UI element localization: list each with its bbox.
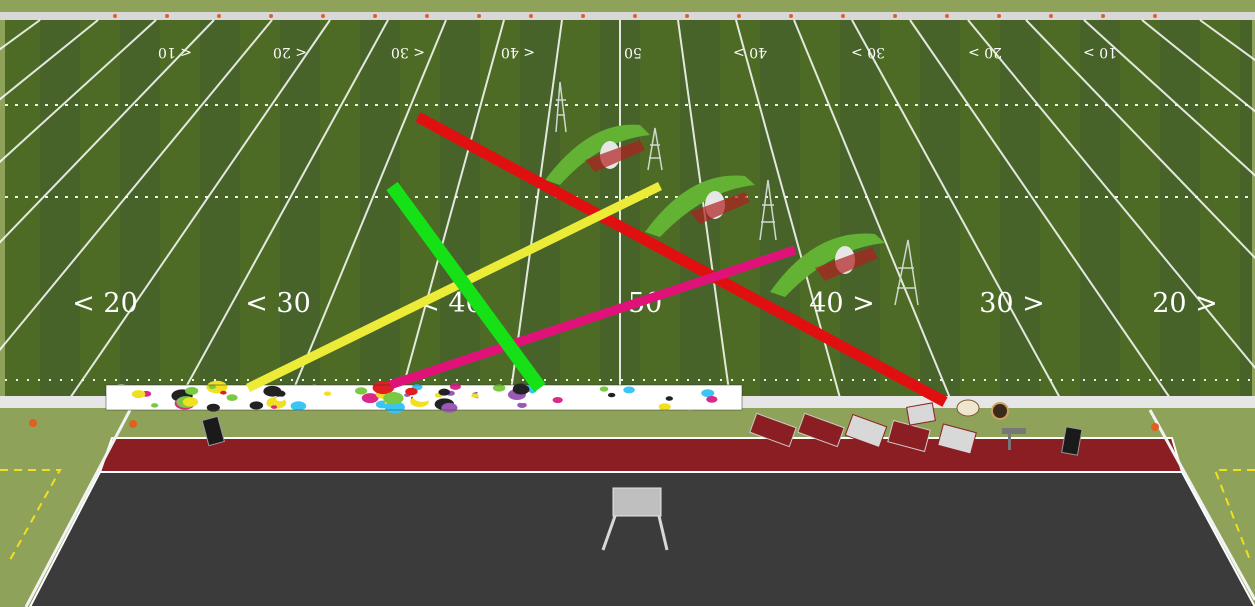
near-yard-number: < 30 (245, 288, 311, 319)
graffiti-blob (471, 393, 478, 397)
graffiti-blob (151, 403, 158, 407)
graffiti-blob (623, 386, 635, 393)
graffiti-blob (291, 401, 307, 410)
far-marker (633, 14, 637, 18)
graffiti-blob (600, 386, 609, 391)
graffiti-blob (383, 392, 403, 404)
far-marker (529, 14, 533, 18)
far-sideline (0, 12, 1255, 20)
graffiti-blob (706, 396, 717, 403)
far-yard-number: 10 > (1083, 44, 1117, 60)
far-marker (269, 14, 273, 18)
far-marker (997, 14, 1001, 18)
far-yard-number: 40 > (733, 44, 767, 60)
graffiti-blob (113, 384, 130, 394)
graffiti-blob (132, 390, 145, 398)
far-marker (893, 14, 897, 18)
graffiti-blob (209, 385, 216, 389)
far-marker (1101, 14, 1105, 18)
graffiti-blob (517, 402, 527, 408)
far-marker (789, 14, 793, 18)
graffiti-blob (274, 390, 285, 397)
graffiti-blob (183, 397, 198, 406)
far-marker (165, 14, 169, 18)
far-yard-number: 50 (624, 44, 642, 60)
graffiti-blob (324, 392, 331, 396)
corner-cone-left[interactable] (29, 419, 37, 427)
far-marker (321, 14, 325, 18)
far-marker (113, 14, 117, 18)
graffiti-blob (271, 405, 277, 409)
far-marker (737, 14, 741, 18)
graffiti-blob (659, 403, 671, 410)
near-yard-number: < 20 (72, 288, 138, 319)
far-yard-number: 30 > (851, 44, 885, 60)
graffiti-blob (477, 389, 495, 400)
graffiti-blob (217, 398, 227, 404)
graffiti-blob (220, 391, 226, 395)
far-marker (1153, 14, 1157, 18)
far-yard-number: < 20 (273, 44, 307, 60)
far-marker (217, 14, 221, 18)
graffiti-front-prop[interactable] (106, 381, 742, 414)
corner-cone-right[interactable] (1151, 423, 1159, 431)
graffiti-blob (405, 388, 417, 395)
graffiti-blob (450, 383, 461, 390)
graffiti-blob (553, 397, 563, 403)
far-yard-numbers: < 10 < 20 < 30 < 40 50 40 > 30 > 20 > 10 > (158, 44, 1117, 60)
playing-field[interactable] (5, 20, 1252, 398)
far-marker (477, 14, 481, 18)
near-yard-number: 20 > (1152, 288, 1218, 319)
graffiti-blob (185, 387, 198, 395)
graffiti-blob (276, 396, 284, 401)
graffiti-blob (227, 394, 238, 401)
far-marker (581, 14, 585, 18)
near-yard-number: 40 > (809, 288, 875, 319)
far-marker (425, 14, 429, 18)
graffiti-blob (513, 384, 530, 394)
far-yard-number: < 10 (158, 44, 192, 60)
graffiti-blob (563, 394, 573, 400)
graffiti-blob (441, 403, 457, 413)
graffiti-blob (666, 396, 673, 400)
graffiti-blob (676, 394, 695, 405)
far-marker (685, 14, 689, 18)
far-yard-number: 20 > (968, 44, 1002, 60)
far-boundary-markers (113, 14, 1157, 18)
graffiti-blob (438, 389, 450, 396)
graffiti-blob (355, 387, 367, 394)
graffiti-blob (608, 393, 615, 397)
far-marker (1049, 14, 1053, 18)
far-yard-number: < 30 (391, 44, 425, 60)
running-track (100, 438, 1182, 472)
near-yard-number: 30 > (979, 288, 1045, 319)
corner-cone-left-2[interactable] (129, 420, 137, 428)
far-yard-number: < 40 (501, 44, 535, 60)
far-marker (945, 14, 949, 18)
graffiti-blob (250, 401, 264, 409)
far-marker (841, 14, 845, 18)
graffiti-blob (207, 404, 220, 412)
far-marker (373, 14, 377, 18)
graffiti-blob (493, 384, 505, 391)
